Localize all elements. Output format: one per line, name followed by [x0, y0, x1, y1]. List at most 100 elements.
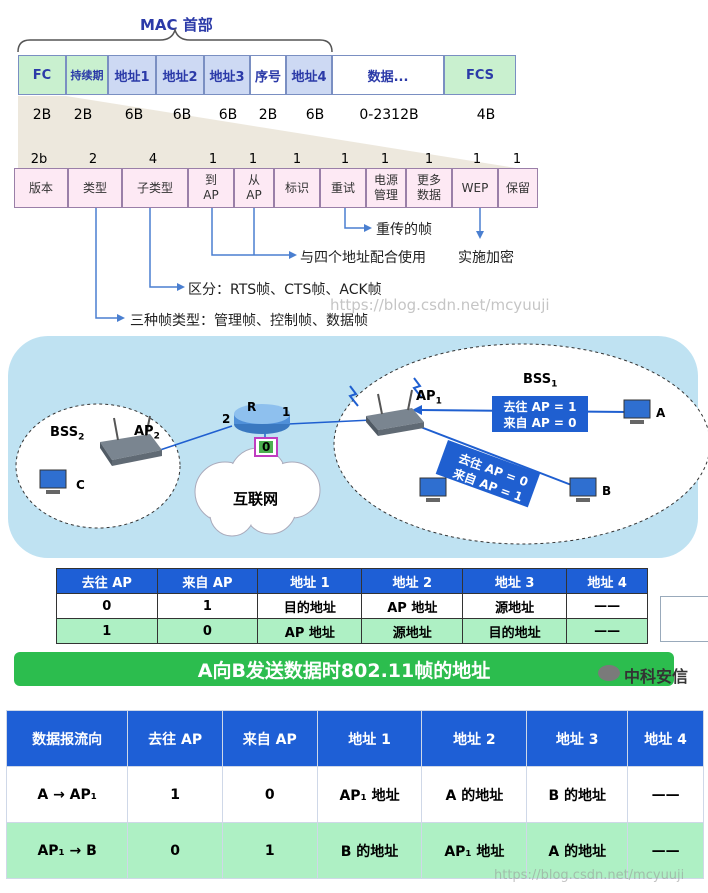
mac-header-title: MAC 首部 — [140, 16, 213, 34]
t1-header: 来自 AP — [156, 568, 259, 594]
fc-field-reserved: 保留 — [498, 168, 538, 208]
t2-cell: A 的地址 — [526, 822, 629, 879]
t2-cell: A → AP₁ — [5, 766, 129, 823]
fc-field-version: 版本 — [14, 168, 68, 208]
table-row: A → AP₁ 1 0 AP₁ 地址 A 的地址 B 的地址 —— — [5, 766, 704, 823]
note-to-from-ap: 与四个地址配合使用 — [300, 250, 426, 266]
t2-cell: AP₁ 地址 — [316, 766, 423, 823]
mac-size-address3: 6B — [218, 107, 238, 123]
fc-field-more-data: 更多 数据 — [406, 168, 452, 208]
t1-cell: —— — [566, 593, 648, 619]
t2-header: 地址 3 — [526, 710, 629, 767]
t2-cell: 1 — [127, 766, 223, 823]
fc-bits-to-ap: 1 — [208, 152, 218, 167]
mac-size-sequence: 2B — [258, 107, 278, 123]
t2-header: 来自 AP — [221, 710, 318, 767]
fc-field-type: 类型 — [68, 168, 122, 208]
t2-cell: 1 — [221, 822, 318, 879]
t1-cell: 0 — [156, 618, 259, 644]
t2-header: 地址 2 — [421, 710, 528, 767]
t2-cell: —— — [627, 822, 704, 879]
mac-size-data: 0-2312B — [359, 107, 419, 123]
fc-bits-from-ap: 1 — [248, 152, 258, 167]
fc-bits-reserved: 1 — [512, 152, 522, 167]
fc-field-power-mgmt: 电源 管理 — [366, 168, 406, 208]
t1-header: 地址 4 — [566, 568, 648, 594]
table-row: 1 0 AP 地址 源地址 目的地址 —— — [56, 618, 648, 644]
ap2-label: AP2 — [134, 424, 160, 442]
mac-size-address2: 6B — [172, 107, 192, 123]
fc-field-flag: 标识 — [274, 168, 320, 208]
router-port-2: 2 — [222, 412, 231, 426]
note-subtype: 区分：RTS帧、CTS帧、ACK帧 — [188, 282, 382, 298]
banner-title: A向B发送数据时802.11帧的地址 — [14, 652, 674, 686]
t1-cell: 源地址 — [361, 618, 464, 644]
fc-bits-flag: 1 — [292, 152, 302, 167]
mac-field-address2: 地址2 — [156, 55, 204, 95]
side-frame — [660, 596, 708, 642]
wechat-icon — [598, 665, 620, 681]
host-c-label: C — [76, 478, 85, 492]
router-port-0: 0 — [262, 440, 271, 454]
t2-cell: B 的地址 — [526, 766, 629, 823]
mac-field-duration: 持续期 — [66, 55, 108, 95]
t1-cell: AP 地址 — [361, 593, 464, 619]
fc-bits-version: 2b — [30, 152, 48, 167]
mac-size-address1: 6B — [124, 107, 144, 123]
t1-cell: —— — [566, 618, 648, 644]
table-row: 0 1 目的地址 AP 地址 源地址 —— — [56, 593, 648, 619]
t2-header: 数据报流向 — [5, 710, 129, 767]
mac-field-address3: 地址3 — [204, 55, 250, 95]
fc-bits-power: 1 — [380, 152, 390, 167]
note-type: 三种帧类型：管理帧、控制帧、数据帧 — [130, 313, 368, 329]
t2-cell: —— — [627, 766, 704, 823]
ap1-label: AP1 — [416, 389, 442, 407]
host-a-label: A — [656, 406, 666, 420]
fc-bits-more-data: 1 — [424, 152, 434, 167]
fc-bits-type: 2 — [88, 152, 98, 167]
t2-cell: AP₁ 地址 — [421, 822, 528, 879]
mac-size-duration: 2B — [73, 107, 93, 123]
fc-field-to-ap: 到 AP — [188, 168, 234, 208]
mac-field-data: 数据... — [332, 55, 444, 95]
t2-cell: AP₁ → B — [5, 822, 129, 879]
t2-cell: B 的地址 — [316, 822, 423, 879]
t1-header: 地址 2 — [361, 568, 464, 594]
note-wep: 实施加密 — [458, 250, 514, 266]
fc-field-from-ap: 从 AP — [234, 168, 274, 208]
mac-field-address1: 地址1 — [108, 55, 156, 95]
mac-size-fc: 2B — [32, 107, 52, 123]
mac-size-address4: 6B — [305, 107, 325, 123]
t2-header: 地址 1 — [316, 710, 423, 767]
network-diagram — [8, 336, 708, 558]
t1-cell: AP 地址 — [257, 618, 363, 644]
address-table-1: 去往 AP 来自 AP 地址 1 地址 2 地址 3 地址 4 0 1 目的地址… — [56, 568, 648, 644]
watermark-top: https://blog.csdn.net/mcyuuji — [330, 296, 550, 314]
t1-cell: 目的地址 — [462, 618, 568, 644]
mac-field-address4: 地址4 — [286, 55, 332, 95]
fc-bits-retry: 1 — [340, 152, 350, 167]
t1-header: 去往 AP — [56, 568, 158, 594]
t1-cell: 1 — [156, 593, 259, 619]
fc-field-retry: 重试 — [320, 168, 366, 208]
t1-cell: 源地址 — [462, 593, 568, 619]
t2-header: 去往 AP — [127, 710, 223, 767]
t1-cell: 0 — [56, 593, 158, 619]
t2-cell: A 的地址 — [421, 766, 528, 823]
logo-text: 中科安信 — [624, 667, 689, 686]
host-b-label: B — [602, 484, 612, 498]
note-retry: 重传的帧 — [376, 222, 432, 238]
fc-bits-wep: 1 — [472, 152, 482, 167]
address-table-2: 数据报流向 去往 AP 来自 AP 地址 1 地址 2 地址 3 地址 4 A … — [5, 710, 704, 879]
bss2-label: BSS2 — [50, 425, 85, 443]
table-row: AP₁ → B 0 1 B 的地址 AP₁ 地址 A 的地址 —— — [5, 822, 704, 879]
fc-bits-subtype: 4 — [148, 152, 158, 167]
mac-size-fcs: 4B — [476, 107, 496, 123]
t1-header: 地址 1 — [257, 568, 363, 594]
router-port-1: 1 — [282, 405, 291, 419]
bss1-label: BSS1 — [523, 372, 558, 390]
internet-label: 互联网 — [233, 490, 279, 508]
mac-header-graphics — [17, 27, 516, 322]
mac-field-sequence: 序号 — [250, 55, 286, 95]
